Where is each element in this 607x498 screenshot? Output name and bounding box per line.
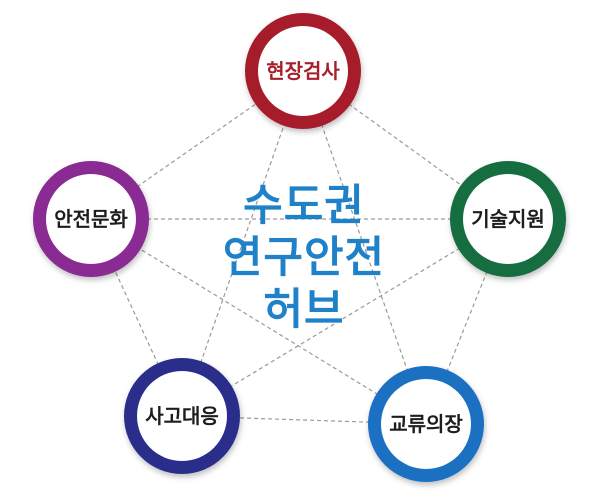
connector-line — [302, 70, 427, 425]
node-exchange: 교류의장 — [368, 366, 484, 482]
connector-line — [181, 218, 509, 417]
node-label: 안전문화 — [54, 207, 128, 231]
node-label: 기술지원 — [471, 207, 545, 231]
node-inner — [258, 26, 348, 116]
node-field-inspection: 현장검사 — [245, 13, 361, 129]
hub-title-line-1: 수도권 — [243, 181, 365, 231]
hub-title-line-2: 연구안전 — [222, 233, 386, 283]
node-safety-culture: 안전문화 — [33, 161, 149, 277]
connector-line — [181, 70, 304, 417]
node-label: 사고대응 — [145, 404, 219, 428]
node-label: 현장검사 — [266, 59, 340, 83]
hub-title: 수도권 연구안전 허브 — [194, 180, 414, 336]
node-inner — [463, 174, 553, 264]
node-tech-support: 기술지원 — [450, 161, 566, 277]
connector-line — [90, 218, 427, 425]
node-inner — [137, 371, 227, 461]
node-accident-response: 사고대응 — [124, 358, 240, 474]
node-label: 교류의장 — [389, 412, 463, 436]
node-inner — [46, 174, 136, 264]
node-inner — [381, 379, 471, 469]
hub-title-line-3: 허브 — [263, 285, 345, 335]
